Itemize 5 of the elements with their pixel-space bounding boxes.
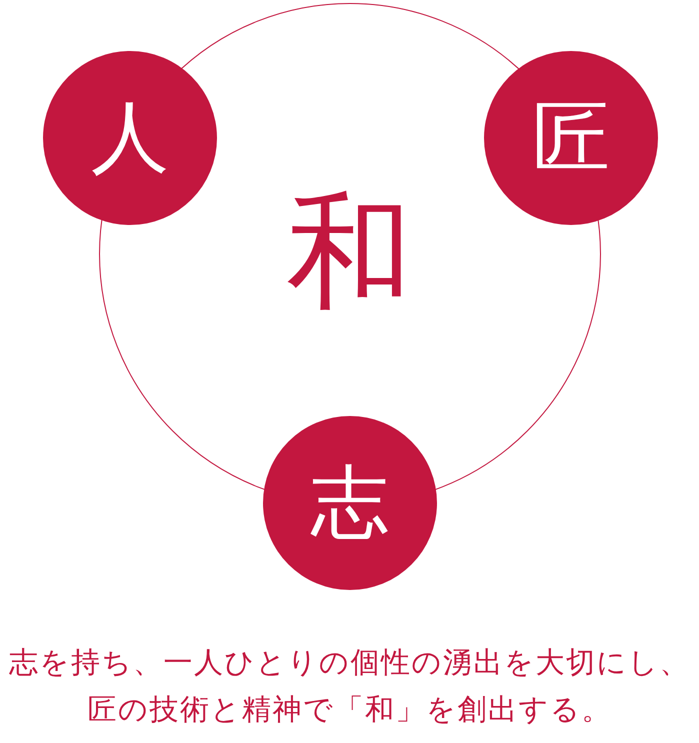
kanji-label: 志	[310, 464, 388, 542]
kanji-label: 匠	[532, 99, 610, 177]
kanji-label: 和	[286, 191, 412, 317]
caption-text: 志を持ち、一人ひとりの個性の湧出を大切にし、匠の技術と精神で「和」を創出する。	[8, 646, 691, 728]
kanji-label: 人	[91, 99, 169, 177]
